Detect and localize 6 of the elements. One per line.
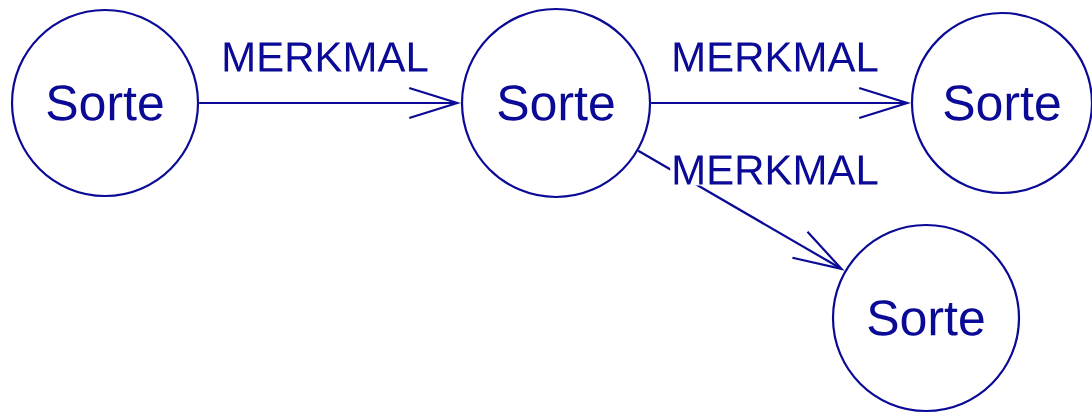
edge-label: MERKMAL — [670, 41, 880, 73]
edge-label: MERKMAL — [220, 41, 430, 73]
edge-label: MERKMAL — [670, 154, 880, 186]
arrow — [199, 86, 461, 120]
arrow — [637, 149, 845, 271]
arrow — [651, 86, 911, 120]
